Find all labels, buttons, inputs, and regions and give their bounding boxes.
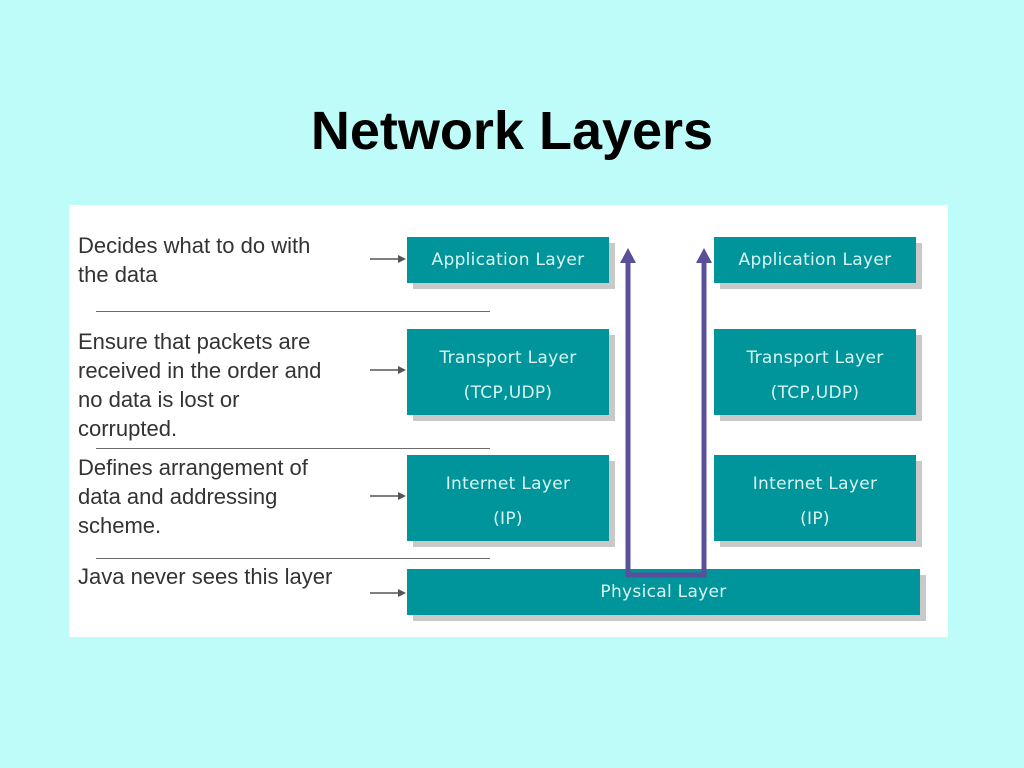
- separator-line: [96, 558, 490, 559]
- right-application-layer-box: Application Layer: [714, 237, 916, 283]
- physical-layer-box: Physical Layer: [407, 569, 920, 615]
- left-transport-layer-label: Transport Layer: [439, 348, 577, 368]
- network-layers-diagram: Decides what to do with the data Ensure …: [69, 205, 948, 637]
- left-internet-layer-protocols: (IP): [493, 509, 523, 529]
- flow-arrowhead-up-icon: [696, 248, 712, 263]
- pointer-arrow-icon: [370, 366, 406, 374]
- pointer-arrow-icon: [370, 255, 406, 263]
- physical-layer-label: Physical Layer: [600, 582, 727, 602]
- left-application-layer-label: Application Layer: [431, 250, 585, 270]
- flow-arrowhead-up-icon: [620, 248, 636, 263]
- description-application: Decides what to do with the data: [78, 233, 311, 287]
- page-title: Network Layers: [310, 101, 714, 161]
- pointer-arrow-icon: [370, 492, 406, 500]
- pointer-arrow-icon: [370, 589, 406, 597]
- left-internet-layer-label: Internet Layer: [445, 474, 571, 494]
- left-internet-layer-box: Internet Layer (IP): [407, 455, 609, 541]
- description-physical: Java never sees this layer: [78, 564, 333, 589]
- description-transport: Ensure that packets are received in the …: [78, 329, 322, 441]
- right-transport-layer-protocols: (TCP,UDP): [770, 383, 860, 403]
- right-transport-layer-label: Transport Layer: [746, 348, 884, 368]
- left-application-layer-box: Application Layer: [407, 237, 609, 283]
- right-internet-layer-label: Internet Layer: [752, 474, 878, 494]
- right-transport-layer-box: Transport Layer (TCP,UDP): [714, 329, 916, 415]
- left-transport-layer-protocols: (TCP,UDP): [463, 383, 553, 403]
- separator-line: [96, 448, 490, 449]
- separator-line: [96, 311, 490, 312]
- right-application-layer-label: Application Layer: [738, 250, 892, 270]
- description-internet: Defines arrangement of data and addressi…: [78, 455, 308, 538]
- left-transport-layer-box: Transport Layer (TCP,UDP): [407, 329, 609, 415]
- right-internet-layer-box: Internet Layer (IP): [714, 455, 916, 541]
- right-internet-layer-protocols: (IP): [800, 509, 830, 529]
